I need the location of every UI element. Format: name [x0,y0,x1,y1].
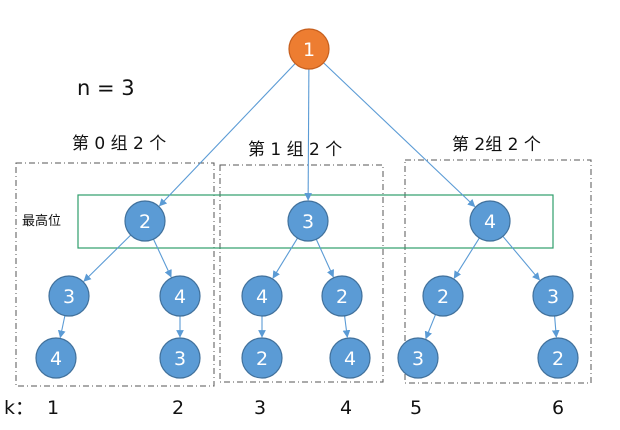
group-0-right-node-1-label: 4 [174,286,186,308]
group-2-right-node-2-circle [537,337,579,379]
group-0-left-node-1-circle [48,275,90,317]
group-0-left-node-2: 4 [35,337,77,379]
k-value-3: 3 [254,397,266,419]
group-1-left-node-2-circle [241,337,283,379]
group-2-left-node-2-circle [397,337,439,379]
group-0-top-node: 2 [124,200,166,242]
group-2-right-node-2: 2 [537,337,579,379]
group-0-right-node-2: 3 [159,337,201,379]
group-0-right-node-1: 4 [159,275,201,317]
edge-group-2-left-chain [424,314,437,340]
group-0-right-node-2-label: 3 [174,348,186,370]
group-1-top-node-circle [287,200,329,242]
edge-group-1-top-to-left [272,237,299,279]
group-2-right-node-2-label: 2 [552,348,564,370]
group-1-top-node: 3 [287,200,329,242]
root-node-circle [288,28,330,70]
group-2-left-node-1-label: 2 [437,286,449,308]
edge-group-0-top-to-left [83,234,132,282]
k-value-1: 1 [47,397,59,419]
group-0-right-node-1-circle [159,275,201,317]
edge-group-2-top-to-right [502,235,540,281]
edge-root-to-group-2 [323,62,476,208]
group-1-right-node-1-label: 2 [336,286,348,308]
group-2-left-node-1: 2 [422,275,464,317]
group-0-top-node-circle [124,200,166,242]
group-2-left-node-2: 3 [397,337,439,379]
edge-group-2-top-to-left [453,237,480,279]
group-2-top-node-circle [469,200,511,242]
group-2-top-node: 4 [469,200,511,242]
group-1-top-node-label: 3 [302,211,314,233]
group-0-left-node-1: 3 [48,275,90,317]
group-1-left-node-1-label: 4 [256,286,268,308]
nodes: 1 2 3 4 4 3 3 4 2 2 4 4 2 3 3 2 [35,28,579,379]
group-1-left-node-2-label: 2 [256,348,268,370]
edges [57,62,560,340]
group-2-right-node-1-label: 3 [547,286,559,308]
edge-group-2-right-chain [551,315,560,338]
edge-group-1-right-chain [342,315,351,338]
k-value-4: 4 [340,397,352,419]
edge-group-0-left-chain [57,315,66,339]
group-1-left-node-1: 4 [241,275,283,317]
group-1-right-node-1: 2 [321,275,363,317]
group-1-right-node-2-label: 4 [344,348,356,370]
group-1-right-node-2-circle [329,337,371,379]
k-value-5: 5 [410,397,422,419]
group-label-0: 第 0 组 2 个 [72,134,166,154]
k-value-6: 6 [552,397,564,419]
group-0-right-node-2-circle [159,337,201,379]
k-label: k： [4,397,34,419]
group-2-left-node-1-circle [422,275,464,317]
group-0-left-node-2-label: 4 [50,348,62,370]
group-1-right-node-2: 4 [329,337,371,379]
group-box-2 [404,159,592,384]
k-value-2: 2 [172,397,184,419]
group-2-top-node-label: 4 [484,211,496,233]
highest-digit-box [77,194,554,249]
group-2-right-node-1-circle [532,275,574,317]
group-1-left-node-1-circle [241,275,283,317]
edge-group-1-top-to-right [315,238,334,278]
root-node: 1 [288,28,330,70]
group-box-0 [15,162,215,387]
group-1-left-node-2: 2 [241,337,283,379]
group-1-right-node-1-circle [321,275,363,317]
group-0-top-node-label: 2 [139,211,151,233]
top-label: 最高位 [22,213,61,229]
edge-root-to-group-1 [304,68,313,201]
root-node-label: 1 [303,39,315,61]
group-0-left-node-1-label: 3 [63,286,75,308]
edge-root-to-group-0 [158,63,296,207]
group-2-right-node-1: 3 [532,275,574,317]
group-2-left-node-2-label: 3 [412,348,424,370]
n-label: n = 3 [77,76,135,100]
group-0-left-node-2-circle [35,337,77,379]
edge-group-0-top-to-right [152,238,172,278]
group-label-1: 第 1 组 2 个 [248,140,342,160]
group-box-1 [219,164,384,383]
group-label-2: 第 2组 2 个 [452,135,541,155]
